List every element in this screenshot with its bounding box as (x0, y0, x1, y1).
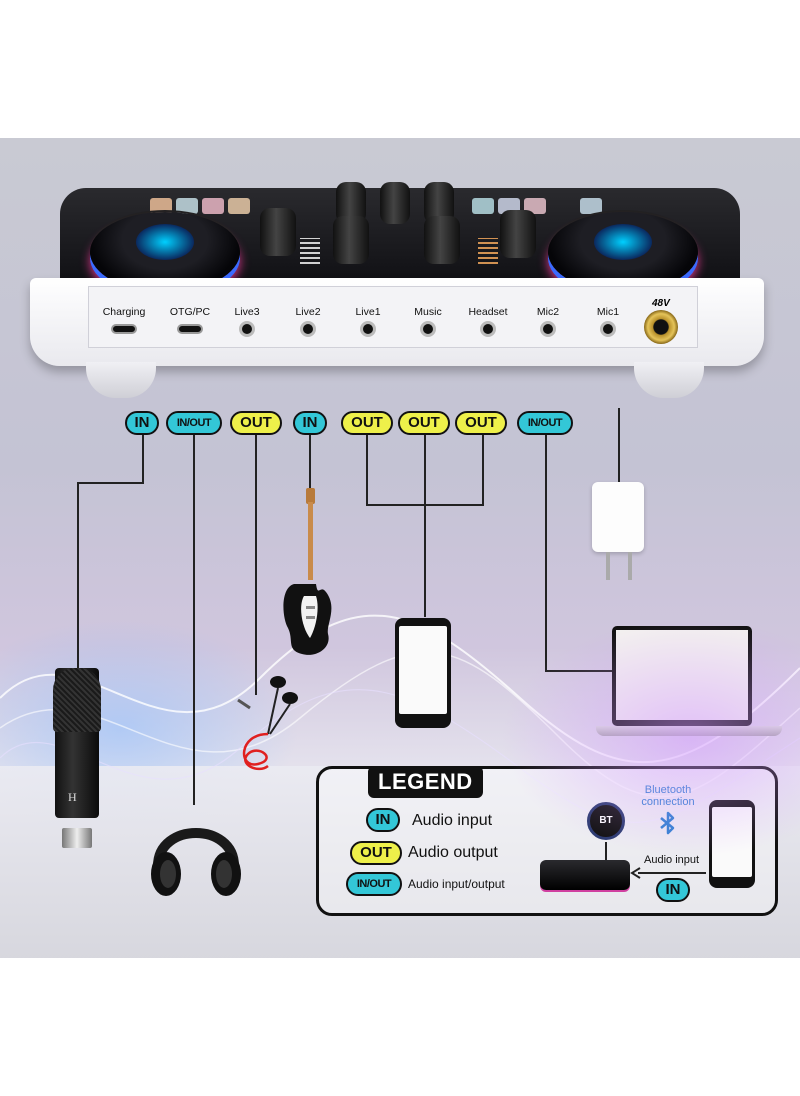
bluetooth-icon (660, 811, 675, 835)
port-label-headset: Headset (468, 306, 508, 318)
phone-screen (399, 626, 447, 714)
badge-headset-out: OUT (455, 411, 507, 435)
usb-c-port-otg[interactable] (177, 324, 203, 334)
jack-mic1[interactable] (600, 321, 616, 337)
laptop-base (596, 726, 782, 736)
phone-screen (712, 807, 752, 877)
mixer-front-panel (30, 278, 764, 366)
legend-in-badge: IN (366, 808, 400, 832)
wire (193, 435, 195, 805)
smartphone-icon (395, 618, 451, 728)
port-label-live2: Live2 (295, 306, 321, 318)
arrow-line (638, 872, 706, 874)
headphones-icon (151, 828, 241, 896)
level-meter (300, 238, 320, 264)
badge-otg-inout: IN/OUT (166, 411, 222, 435)
knob[interactable] (260, 208, 296, 256)
pad-key (176, 198, 198, 214)
port-label-otg: OTG/PC (169, 306, 211, 318)
smartphone-icon (709, 800, 755, 888)
knob[interactable] (500, 210, 536, 258)
wire (618, 408, 620, 484)
wire (545, 670, 615, 672)
badge-live2-in: IN (293, 411, 327, 435)
knob[interactable] (333, 216, 369, 264)
wire (482, 435, 484, 505)
wire (605, 842, 607, 862)
legend-inout-badge: IN/OUT (346, 872, 402, 896)
wire (366, 435, 368, 505)
badge-charging-inout: IN/OUT (517, 411, 573, 435)
jog-hub (136, 224, 194, 260)
pad-key (228, 198, 250, 214)
wire (309, 435, 311, 495)
legend-inout-label: Audio input/output (408, 877, 505, 891)
port-label-mic1: Mic1 (596, 306, 620, 318)
badge-live1-out: OUT (341, 411, 393, 435)
jack-live3[interactable] (239, 321, 255, 337)
jack-live1[interactable] (360, 321, 376, 337)
laptop-display (616, 630, 748, 720)
knob[interactable] (424, 216, 460, 264)
level-meter (478, 238, 498, 264)
legend-out-badge: OUT (350, 841, 402, 865)
audio-input-label: Audio input (644, 854, 700, 866)
xlr-port[interactable] (644, 310, 678, 344)
wire (545, 435, 547, 671)
usb-c-port-charging[interactable] (111, 324, 137, 334)
pad-key (580, 198, 602, 214)
phantom-power-label: 48V (652, 298, 670, 309)
pad-key (472, 198, 494, 214)
port-label-live3: Live3 (234, 306, 260, 318)
port-label-live1: Live1 (355, 306, 381, 318)
mini-mixer-icon (540, 860, 630, 890)
bluetooth-connection-label: Bluetooth connection (641, 784, 695, 808)
port-label-charging: Charging (102, 306, 146, 318)
pad-key (150, 198, 172, 214)
wire (424, 435, 426, 617)
arrow-head-icon (630, 867, 641, 879)
bluetooth-badge: BT (587, 802, 625, 840)
wire (255, 435, 257, 695)
badge-live3-out: OUT (230, 411, 282, 435)
legend-in-label: Audio input (412, 812, 493, 829)
port-panel (88, 286, 698, 348)
wire (77, 482, 144, 484)
port-label-music: Music (414, 306, 442, 318)
wire (142, 435, 144, 483)
port-label-mic2: Mic2 (536, 306, 560, 318)
guitar-icon (283, 488, 332, 655)
jack-live2[interactable] (300, 321, 316, 337)
jack-headset[interactable] (480, 321, 496, 337)
legend-audio-in-badge: IN (656, 878, 690, 902)
charger-prong (628, 552, 632, 580)
microphone-grille (53, 668, 101, 732)
wire (77, 482, 79, 670)
diagram-stage: Charging OTG/PC Live3 Live2 Live1 Music … (0, 138, 800, 958)
jog-hub (594, 224, 652, 260)
jack-mic2[interactable] (540, 321, 556, 337)
charger-prong (606, 552, 610, 580)
microphone-logo: H (68, 790, 77, 804)
microphone-connector (62, 828, 92, 848)
pad-key (202, 198, 224, 214)
legend-title: LEGEND (368, 766, 483, 798)
knob[interactable] (380, 182, 410, 224)
laptop-icon (612, 626, 752, 726)
badge-music-out: OUT (398, 411, 450, 435)
charger-icon (592, 482, 644, 552)
legend-out-label: Audio output (408, 844, 498, 861)
badge-mic1-in: IN (125, 411, 159, 435)
jack-music[interactable] (420, 321, 436, 337)
earphones-icon (237, 676, 298, 771)
